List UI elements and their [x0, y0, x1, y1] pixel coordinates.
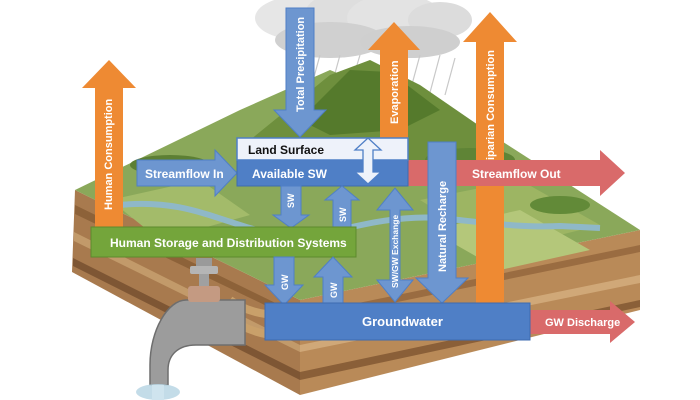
gw-down-arrow: [263, 256, 305, 306]
streamflow-in-label: Streamflow In: [145, 167, 224, 181]
human-storage-box: [90, 226, 357, 258]
sw-right-label: SW: [338, 207, 348, 222]
gw-discharge-label: GW Discharge: [545, 317, 620, 329]
faucet-illustration: [136, 258, 246, 400]
natural-recharge-label: Natural Recharge: [437, 181, 449, 272]
natural-recharge-arrow: [414, 141, 470, 304]
streamflow-out-label: Streamflow Out: [472, 167, 561, 181]
land-surface-label: Land Surface: [248, 143, 324, 157]
gw-left-label: GW: [280, 274, 290, 290]
streamflow-out-arrow: [408, 150, 625, 196]
sw-down-arrow: [271, 185, 311, 229]
evaporation-arrow: [368, 22, 420, 142]
sw-gw-exchange-label: SW/GW Exchange: [390, 215, 400, 288]
groundwater-label: Groundwater: [362, 314, 443, 329]
human-consumption-arrow: [82, 60, 136, 232]
available-sw-label: Available SW: [252, 167, 328, 181]
gw-discharge-arrow: [530, 301, 635, 343]
riparian-consumption-label: Riparian Consumption: [485, 50, 497, 168]
land-surface-exchange-arrow: [353, 137, 383, 185]
sw-up-arrow: [323, 185, 361, 229]
groundwater-box: [264, 302, 531, 341]
sw-left-label: SW: [286, 193, 296, 208]
evaporation-label: Evaporation: [389, 60, 401, 124]
human-consumption-label: Human Consumption: [103, 99, 115, 210]
gw-up-arrow: [312, 256, 354, 306]
human-storage-label: Human Storage and Distribution Systems: [110, 236, 347, 250]
streamflow-in-arrow: [136, 148, 238, 198]
gw-right-label: GW: [329, 282, 339, 298]
total-precipitation-label: Total Precipitation: [295, 17, 307, 112]
total-precipitation-arrow: [272, 7, 328, 138]
sw-gw-exchange-arrow: [375, 187, 415, 303]
